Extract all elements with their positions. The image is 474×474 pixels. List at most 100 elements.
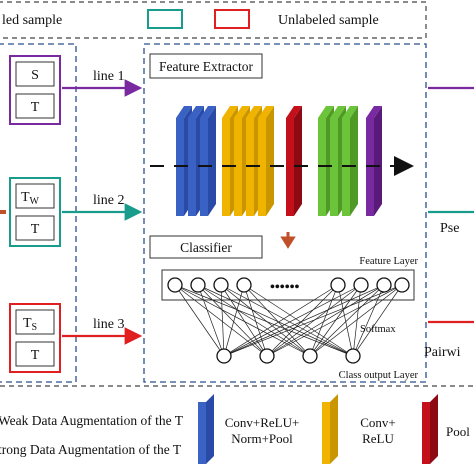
input-panel: S T TW T TS T (0, 43, 77, 383)
unlabeled-sample-swatch (214, 9, 250, 29)
legend-conv-relu-line1: Conv+ (360, 415, 396, 430)
pairwise-text: Pairwi (424, 345, 461, 360)
classifier-connection (266, 284, 362, 357)
classifier-connection (174, 284, 354, 357)
class-output-node (216, 348, 232, 364)
target-sample-label-1: T (31, 100, 40, 115)
classifier-connection (223, 284, 385, 357)
classifier-connection (220, 284, 311, 357)
feature-layer-slab-6 (258, 106, 274, 216)
input-group-3: TS T (9, 303, 61, 373)
input-group-1: S T (9, 55, 61, 125)
classifier-connections (174, 284, 403, 357)
classifier-label: Classifier (180, 240, 232, 255)
classifier-connection (197, 284, 225, 357)
classifier-box (149, 235, 263, 259)
feature-layer-node (353, 277, 369, 293)
classifier-connection (223, 284, 362, 357)
classifier-connection (197, 284, 268, 357)
feature-layer-node (213, 277, 229, 293)
source-sample-box (15, 61, 55, 87)
feature-layer-slab-11 (366, 106, 382, 216)
legend-conv-relu-line2: ReLU (362, 431, 394, 446)
feature-layer-label: Feature Layer (359, 256, 418, 267)
classifier-connection (243, 284, 268, 357)
legend-pool-label: Pool (446, 424, 470, 439)
classifier-connection (266, 284, 385, 357)
input-panel-border (0, 43, 77, 383)
line-2-label: line 2 (93, 193, 125, 208)
strong-augmentation-text: trong Data Augmentation of the T (0, 442, 182, 457)
target-sample-box-3 (15, 341, 55, 367)
classifier-connection (174, 284, 268, 357)
classifier-connection (243, 284, 354, 357)
hidden-node-ellipsis: •••••• (270, 280, 300, 295)
classifier-connection (223, 284, 339, 357)
weak-target-label: TW (21, 190, 40, 207)
pseudo-label-text: Pse (440, 221, 459, 236)
feature-layer-slab-10 (342, 106, 358, 216)
feature-layer-node (330, 277, 346, 293)
input-group-1-frame (9, 55, 61, 125)
feature-layer-node (394, 277, 410, 293)
feature-layer-node (167, 277, 183, 293)
classifier-connection (266, 284, 403, 357)
classifier-connection (352, 284, 403, 357)
bottom-legend: Weak Data Augmentation of the T trong Da… (0, 385, 474, 464)
feature-extractor-label: Feature Extractor (159, 59, 254, 74)
classifier-connection (266, 284, 339, 357)
class-output-node (302, 348, 318, 364)
feature-layer-node (376, 277, 392, 293)
softmax-label: Softmax (360, 324, 396, 335)
classifier-connection (309, 284, 403, 357)
class-output-label: Class output Layer (339, 370, 419, 381)
line-3-label: line 3 (93, 317, 125, 332)
network-panel-border (143, 43, 427, 383)
legend-blue-swatch (198, 394, 214, 464)
classifier-connection (309, 284, 339, 357)
classifier-connection (223, 284, 245, 357)
down-arrow-icon (280, 232, 296, 249)
legend-conv-norm-pool-line1: Conv+ReLU+ (225, 415, 300, 430)
classifier-connection (220, 284, 225, 357)
legend-conv-norm-pool-line2: Norm+Pool (231, 431, 293, 446)
class-output-node (259, 348, 275, 364)
connection-lines: line 1 line 2 line 3 (62, 69, 143, 345)
right-outputs: Pse Pairwi (424, 86, 474, 360)
classifier-connection (174, 284, 225, 357)
strong-target-box (15, 309, 55, 335)
input-group-3-frame (9, 303, 61, 373)
feature-layer-slab-7 (286, 106, 302, 216)
target-sample-box-2 (15, 215, 55, 241)
network-panel: Feature Extractor Classifier Feature Lay… (143, 43, 427, 383)
unlabeled-sample-text: Unlabeled sample (278, 13, 379, 28)
target-sample-box-1 (15, 93, 55, 119)
top-legend-border (0, 1, 427, 39)
feature-extractor-box (149, 53, 263, 79)
classifier-connection (197, 284, 354, 357)
classifier-connection (174, 284, 311, 357)
legend-yellow-swatch (322, 394, 338, 464)
target-sample-label-3: T (31, 348, 40, 363)
feature-layer-node (190, 277, 206, 293)
classifier-nodes (167, 277, 410, 364)
feature-layer-node (236, 277, 252, 293)
class-output-node (345, 348, 361, 364)
classifier-connection (337, 284, 354, 357)
labeled-sample-text: led sample (2, 13, 62, 28)
classifier-connection (309, 284, 362, 357)
labeled-sample-swatch (147, 9, 183, 29)
classifier-connection (220, 284, 354, 357)
line-1-label: line 1 (93, 69, 125, 84)
legend-red-swatch (422, 394, 438, 464)
feature-layers (176, 106, 382, 216)
weak-target-box (15, 183, 55, 209)
classifier-connection (220, 284, 268, 357)
top-legend: led sample Unlabeled sample (0, 1, 427, 39)
classifier-connection (352, 284, 362, 357)
input-group-2: TW T (9, 177, 61, 247)
input-group-2-frame (9, 177, 61, 247)
classifier-connection (197, 284, 311, 357)
strong-target-label: TS (23, 316, 37, 333)
